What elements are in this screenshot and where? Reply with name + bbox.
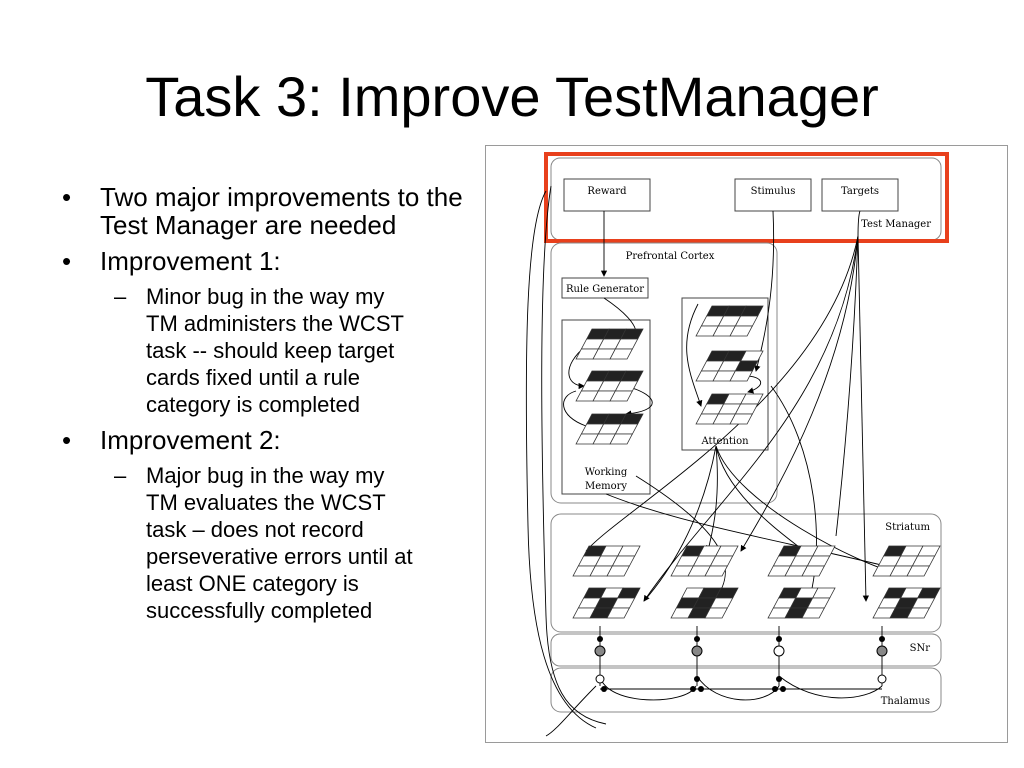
card-grid [575, 370, 644, 402]
bullet-marker: • [62, 246, 72, 276]
thalamus-box [550, 667, 942, 713]
card-grid [572, 545, 641, 577]
rule-generator-box [561, 277, 649, 299]
dash-marker: – [114, 463, 127, 488]
targets-box [821, 178, 899, 212]
snr-label: SNr [910, 643, 931, 654]
dash-marker: – [114, 284, 127, 309]
bullet-text: Improvement 1: [100, 246, 281, 276]
striatum-box [550, 513, 942, 633]
bullet-text: Improvement 2: [100, 425, 281, 455]
test-manager-label: Test Manager [861, 219, 931, 230]
stimulus-label: Stimulus [751, 186, 796, 197]
card-grid [575, 328, 644, 360]
prefrontal-cortex-label: Prefrontal Cortex [626, 251, 715, 262]
sub-bullet-text: Minor bug in the way my TM administers t… [146, 284, 404, 417]
bullet-marker: • [62, 182, 72, 212]
sub-bullet-list: –Minor bug in the way my TM administers … [100, 283, 498, 418]
card-grid [695, 350, 764, 382]
bullet-item: • Improvement 1: –Minor bug in the way m… [58, 247, 498, 418]
working-memory-label-line1: Working [585, 467, 628, 478]
thalamus-label: Thalamus [881, 696, 930, 707]
card-grid [572, 587, 641, 619]
snr-box [550, 633, 942, 667]
architecture-diagram: Reward Stimulus Targets Test Manager Pre… [485, 145, 1008, 743]
targets-label: Targets [841, 186, 879, 197]
sub-bullet-list: –Major bug in the way my TM evaluates th… [100, 462, 498, 624]
card-grid [670, 545, 739, 577]
reward-box [563, 178, 651, 212]
bullet-marker: • [62, 425, 72, 455]
card-grid [575, 413, 644, 445]
card-grid [872, 545, 941, 577]
card-grid [695, 305, 764, 337]
bullet-list: • Two major improvements to the Test Man… [58, 183, 498, 632]
card-grid [767, 545, 836, 577]
card-grid [872, 587, 941, 619]
attention-label: Attention [700, 436, 749, 447]
test-manager-highlight [544, 152, 949, 243]
bullet-item: • Improvement 2: –Major bug in the way m… [58, 426, 498, 624]
card-grid [767, 587, 836, 619]
bullet-item: • Two major improvements to the Test Man… [58, 183, 498, 239]
reward-label: Reward [587, 186, 627, 197]
working-memory-label-line2: Memory [585, 481, 627, 492]
slide-title: Task 3: Improve TestManager [145, 65, 879, 128]
striatum-label: Striatum [885, 522, 930, 533]
diagram-canvas: Reward Stimulus Targets Test Manager Pre… [525, 152, 949, 737]
card-grid [695, 393, 764, 425]
card-grid [670, 587, 739, 619]
card-grids [572, 305, 941, 619]
bullet-text: Two major improvements to the Test Manag… [100, 182, 463, 240]
rule-generator-label: Rule Generator [566, 284, 644, 295]
snr-thalamus-nodes [594, 636, 888, 692]
sub-bullet-item: –Minor bug in the way my TM administers … [100, 283, 498, 418]
sub-bullet-text: Major bug in the way my TM evaluates the… [146, 463, 413, 623]
sub-bullet-item: –Major bug in the way my TM evaluates th… [100, 462, 498, 624]
